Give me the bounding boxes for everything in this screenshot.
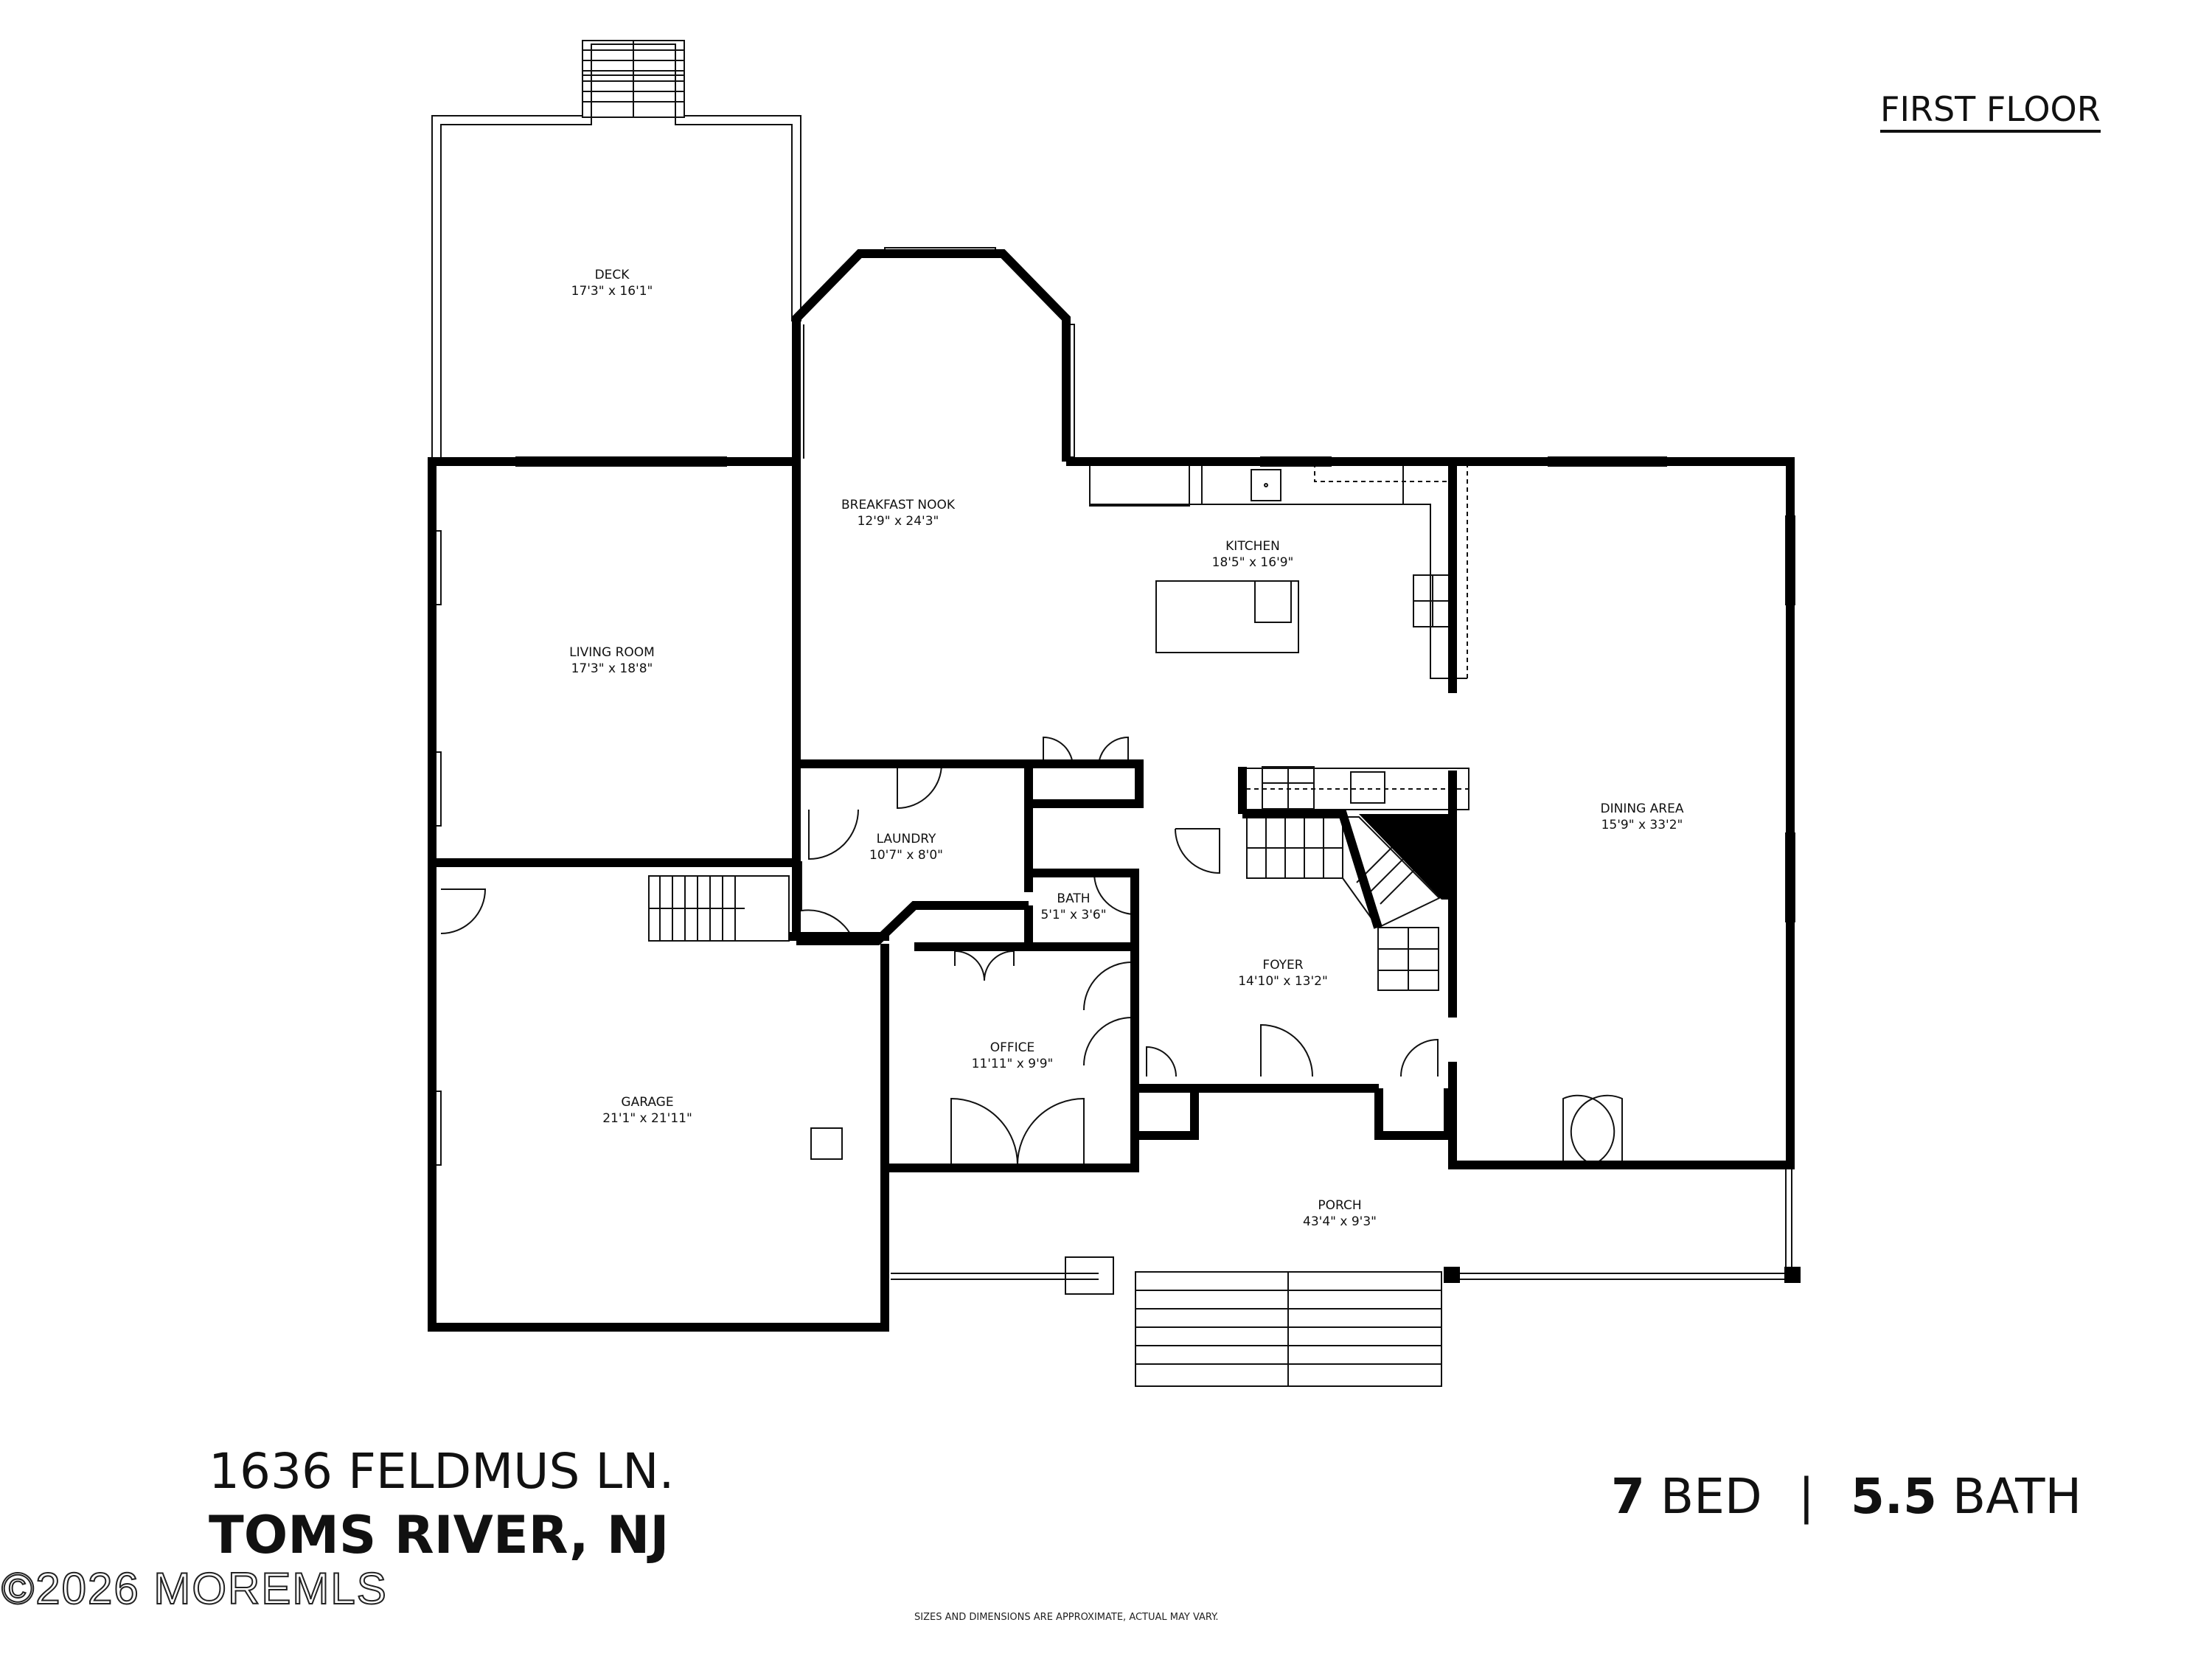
floor-title: FIRST FLOOR (1880, 90, 2101, 133)
room-name: DECK (594, 268, 630, 282)
room-dimensions: 17'3" x 18'8" (571, 661, 653, 676)
room-name: FOYER (1262, 958, 1304, 973)
room-label-deck: DECK 17'3" x 16'1" (571, 267, 653, 299)
deck-outline (431, 40, 804, 462)
room-label-living-room: LIVING ROOM 17'3" x 18'8" (569, 644, 655, 677)
room-name: LAUNDRY (876, 832, 936, 846)
garage-stairs (648, 875, 790, 942)
room-name: BREAKFAST NOOK (841, 498, 956, 512)
room-label-breakfast-nook: BREAKFAST NOOK 12'9" x 24'3" (841, 497, 955, 529)
room-name: KITCHEN (1225, 539, 1280, 554)
room-label-kitchen: KITCHEN 18'5" x 16'9" (1212, 538, 1294, 571)
room-dimensions: 12'9" x 24'3" (857, 514, 939, 529)
room-label-office: OFFICE 11'11" x 9'9" (972, 1040, 1054, 1072)
room-label-porch: PORCH 43'4" x 9'3" (1303, 1197, 1377, 1230)
disclaimer: SIZES AND DIMENSIONS ARE APPROXIMATE, AC… (914, 1612, 1219, 1623)
baths-count: 5.5 (1850, 1468, 1937, 1525)
room-dimensions: 21'1" x 21'11" (602, 1111, 692, 1126)
room-label-laundry: LAUNDRY 10'7" x 8'0" (869, 831, 943, 863)
copyright-watermark: ©2026 MOREMLS (1, 1564, 388, 1614)
room-name: LIVING ROOM (569, 645, 655, 660)
room-dimensions: 15'9" x 33'2" (1601, 818, 1683, 832)
baths-label: BATH (1952, 1468, 2082, 1525)
beds-label: BED (1660, 1468, 1762, 1525)
room-dimensions: 10'7" x 8'0" (869, 848, 943, 863)
address-city: TOMS RIVER, NJ (209, 1505, 669, 1565)
room-dimensions: 43'4" x 9'3" (1303, 1214, 1377, 1229)
room-name: OFFICE (990, 1040, 1035, 1055)
bed-bath-summary: 7 BED | 5.5 BATH (1611, 1469, 2081, 1525)
room-label-dining-area: DINING AREA 15'9" x 33'2" (1601, 801, 1684, 833)
address-street: 1636 FELDMUS LN. (209, 1443, 675, 1500)
room-dimensions: 11'11" x 9'9" (971, 1057, 1054, 1071)
beds-count: 7 (1611, 1468, 1645, 1525)
room-dimensions: 5'1" x 3'6" (1040, 908, 1107, 922)
door-swings (440, 736, 1623, 1166)
room-name: GARAGE (621, 1095, 674, 1110)
porch-outline (810, 1127, 1792, 1387)
room-dimensions: 18'5" x 16'9" (1211, 555, 1294, 570)
room-label-foyer: FOYER 14'10" x 13'2" (1238, 957, 1328, 990)
kitchen-counters (1089, 462, 1470, 810)
room-label-garage: GARAGE 21'1" x 21'11" (602, 1094, 692, 1127)
walls (428, 249, 1795, 1332)
stats-separator: | (1798, 1468, 1815, 1525)
room-dimensions: 17'3" x 16'1" (571, 284, 653, 299)
room-label-bath: BATH 5'1" x 3'6" (1040, 891, 1106, 923)
room-name: DINING AREA (1600, 801, 1684, 816)
room-name: PORCH (1318, 1198, 1362, 1213)
room-dimensions: 14'10" x 13'2" (1238, 974, 1328, 989)
room-name: BATH (1057, 891, 1091, 906)
wall-fills (1359, 814, 1801, 1283)
